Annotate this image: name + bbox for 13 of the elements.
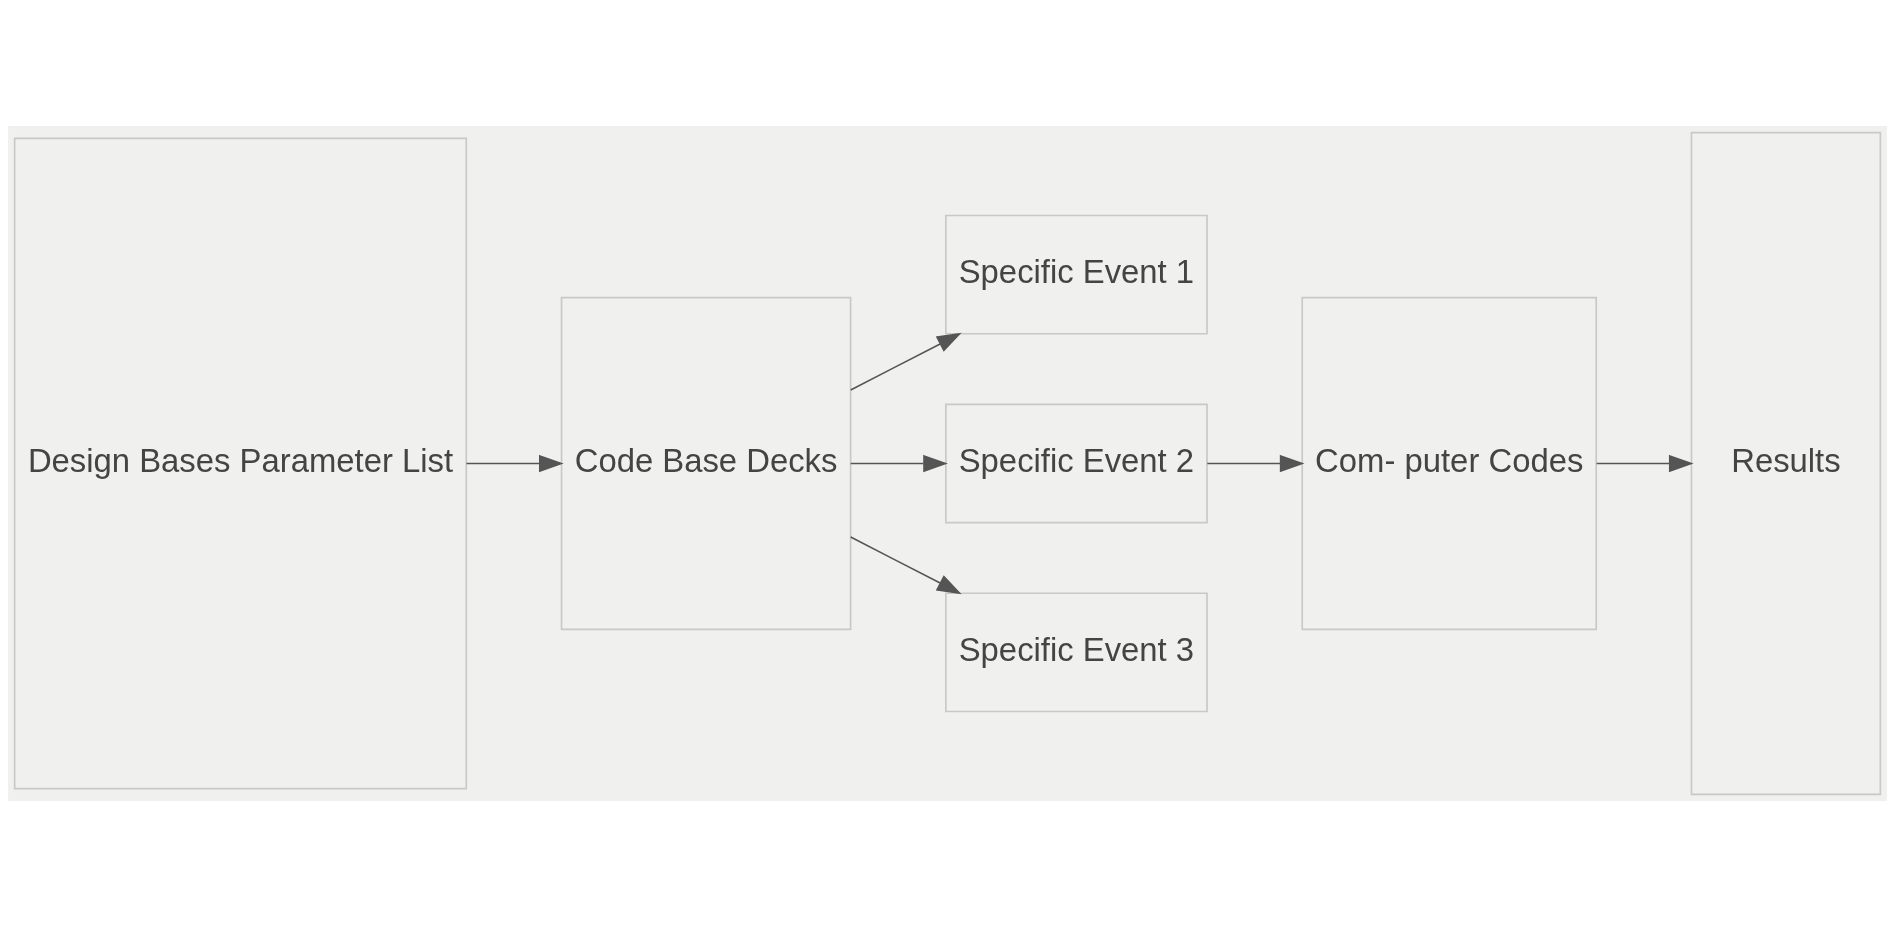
node-box: Specific Event 2	[945, 403, 1208, 524]
node-box: Design Bases Parameter List	[13, 137, 468, 790]
arrow	[1595, 454, 1694, 473]
node-box: Code Base Decks	[560, 296, 852, 631]
arrow	[849, 454, 948, 473]
node-box: Com- puter Codes	[1301, 296, 1598, 631]
node-box: Results	[1690, 131, 1882, 796]
node-box: Specific Event 1	[945, 214, 1208, 335]
arrow	[1206, 454, 1305, 473]
arrow	[465, 454, 564, 473]
arrow	[849, 332, 962, 391]
arrow	[849, 536, 962, 595]
node-box: Specific Event 3	[945, 592, 1208, 713]
